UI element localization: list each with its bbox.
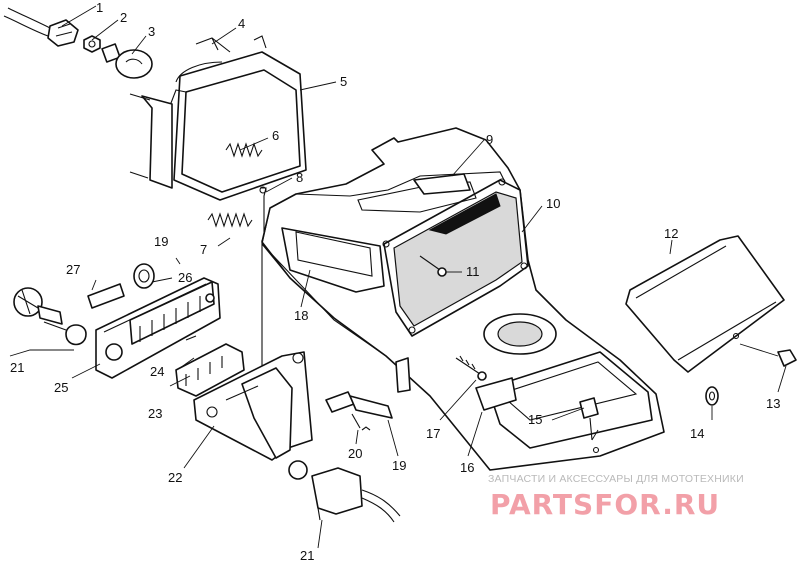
watermark-tagline: ЗАПЧАСТИ И АКСЕССУАРЫ ДЛЯ МОТОТЕХНИКИ [488, 473, 744, 485]
callout-17: 17 [426, 426, 440, 441]
callout-19-bottom: 19 [392, 458, 406, 473]
callout-4: 4 [238, 16, 245, 31]
callout-8: 8 [296, 170, 303, 185]
callout-21-left: 21 [10, 360, 24, 375]
callout-24: 24 [150, 364, 164, 379]
callout-18: 18 [294, 308, 308, 323]
clip-part-15 [579, 397, 599, 441]
callout-20: 20 [348, 446, 362, 461]
callout-7: 7 [200, 242, 207, 257]
callout-19-top: 19 [154, 234, 168, 249]
cover-plate-part-12 [625, 235, 785, 373]
spring-part-7 [207, 212, 253, 228]
nut-part-2 [83, 35, 101, 53]
callout-labels: 1 2 3 4 5 6 7 8 9 10 11 12 13 14 15 16 1… [10, 0, 780, 563]
spring-part-6 [225, 142, 263, 158]
leader-lines [9, 5, 787, 549]
connector-part-20 [325, 391, 393, 431]
console-body-part-10 [261, 127, 665, 471]
callout-25: 25 [54, 380, 68, 395]
watermark: ЗАПЧАСТИ И АКСЕССУАРЫ ДЛЯ МОТОТЕХНИКИ PA… [488, 473, 744, 521]
switch-block-part-23 [175, 335, 245, 397]
headlight-housing-part-5 [129, 35, 307, 201]
callout-26: 26 [178, 270, 192, 285]
grommet-part-19 [133, 263, 155, 289]
switch-panel-part-26 [95, 277, 221, 379]
callout-5: 5 [340, 74, 347, 89]
lower-switch-part-21 [288, 460, 401, 523]
screw-part-8 [259, 186, 267, 380]
callout-23: 23 [148, 406, 162, 421]
callout-13: 13 [766, 396, 780, 411]
callout-2: 2 [120, 10, 127, 25]
connector-part-1 [3, 7, 79, 47]
ignition-switch-part-21 [13, 287, 87, 346]
callout-27: 27 [66, 262, 80, 277]
callout-3: 3 [148, 24, 155, 39]
screw-part-17 [455, 355, 487, 381]
callout-10: 10 [546, 196, 560, 211]
callout-14: 14 [690, 426, 704, 441]
callout-11: 11 [466, 264, 480, 279]
callout-1: 1 [96, 0, 103, 15]
callout-15: 15 [528, 412, 542, 427]
label-part-27 [87, 283, 125, 309]
callout-21-bottom: 21 [300, 548, 314, 563]
bulb-part-3 [101, 43, 153, 79]
fastener-part-13 [739, 343, 797, 367]
callout-12: 12 [664, 226, 678, 241]
watermark-logo: PARTSFOR.RU [490, 488, 720, 521]
callout-9: 9 [486, 132, 493, 147]
callout-6: 6 [272, 128, 279, 143]
callout-22: 22 [168, 470, 182, 485]
bracket-part-22 [193, 351, 313, 461]
washer-part-14 [705, 386, 719, 406]
callout-16: 16 [460, 460, 474, 475]
